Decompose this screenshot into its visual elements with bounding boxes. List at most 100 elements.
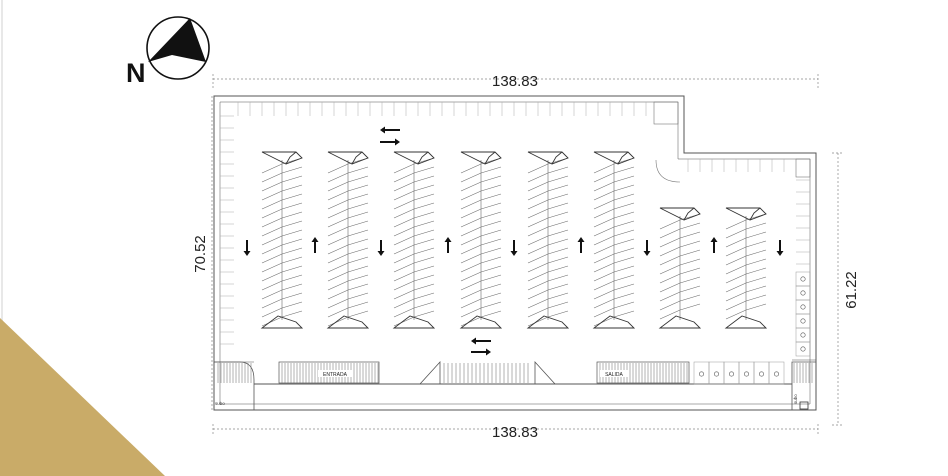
stall-line (527, 181, 549, 192)
stall-line (725, 219, 747, 230)
stall-line (413, 274, 435, 282)
stall-line (480, 301, 502, 309)
stall-line (393, 217, 415, 228)
stall-line (593, 307, 615, 318)
stall-line (413, 166, 435, 174)
stall-line (547, 283, 569, 291)
entrance-ramp: ENTRADA (278, 361, 380, 384)
stall-line (547, 166, 569, 174)
stall-line (480, 256, 502, 264)
stall-line (547, 247, 569, 255)
stall-line (613, 292, 635, 300)
arrow-right-icon (471, 348, 491, 356)
stall-line (745, 231, 767, 239)
stall-line (261, 226, 283, 237)
stall-line (659, 282, 681, 293)
stall-line (480, 292, 502, 300)
stall-line (327, 289, 349, 300)
stall-line (613, 166, 635, 174)
island-cap-detail (551, 151, 563, 165)
corner-room-right (795, 158, 811, 178)
stall-line (527, 316, 549, 327)
stall-line (659, 237, 681, 248)
stall-line (527, 235, 549, 246)
stall-line (659, 309, 681, 320)
stall-line (413, 283, 435, 291)
stairs-left-label: subo (215, 401, 225, 406)
disabled-stall (723, 361, 740, 385)
island-cap-detail (617, 151, 629, 165)
stall-line (527, 280, 549, 291)
parking-island (724, 207, 768, 329)
parking-island (459, 151, 503, 329)
stall-line (261, 298, 283, 309)
island-cap-top (725, 207, 767, 221)
island-cap-top (327, 151, 369, 165)
stall-line (480, 184, 502, 192)
stall-line (347, 238, 369, 246)
corner-room-top (653, 101, 679, 125)
parking-island (658, 207, 702, 329)
stall-line (593, 262, 615, 273)
stall-line (347, 274, 369, 282)
stall-line (413, 247, 435, 255)
stall-line (613, 175, 635, 183)
stall-line (480, 211, 502, 219)
stall-line (281, 166, 303, 174)
stall-line (613, 184, 635, 192)
stall-line (261, 181, 283, 192)
island-cap-bottom (260, 315, 304, 329)
stall-line (460, 172, 482, 183)
stairs-right-label: subo (793, 394, 798, 404)
stall-line (547, 265, 569, 273)
perimeter-stalls (220, 102, 810, 345)
stall-line (527, 253, 549, 264)
stall-line (725, 246, 747, 257)
stall-line (547, 301, 569, 309)
stall-line (413, 238, 435, 246)
stall-line (613, 202, 635, 210)
stall-line (679, 267, 701, 275)
parking-island (592, 151, 636, 329)
stall-line (527, 208, 549, 219)
wheelchair-icon (800, 346, 806, 352)
stall-line (347, 256, 369, 264)
stall-line (327, 244, 349, 255)
stall-line (613, 310, 635, 318)
stall-line (460, 190, 482, 201)
stall-line (593, 199, 615, 210)
stall-line (480, 166, 502, 174)
stall-line (281, 220, 303, 228)
stall-line (413, 301, 435, 309)
stall-line (679, 222, 701, 230)
stall-line (281, 229, 303, 237)
middle-lane-stripes (443, 363, 529, 383)
stall-line (725, 309, 747, 320)
stall-line (659, 228, 681, 239)
stall-line (327, 253, 349, 264)
arrow-down-icon (643, 240, 651, 256)
wheelchair-icon (758, 371, 764, 377)
disabled-stall (708, 361, 725, 385)
stall-line (679, 258, 701, 266)
stall-line (327, 181, 349, 192)
stall-line (679, 276, 701, 284)
stall-line (393, 208, 415, 219)
arrow-up-icon (577, 237, 585, 253)
stall-line (725, 237, 747, 248)
stall-line (547, 175, 569, 183)
stall-line (393, 253, 415, 264)
traffic-arrows (243, 126, 784, 356)
stall-line (393, 163, 415, 174)
arrow-up-icon (710, 237, 718, 253)
island-cap-bottom (459, 315, 503, 329)
stall-line (547, 310, 569, 318)
stall-line (460, 280, 482, 291)
island-cap-top (527, 151, 569, 165)
stall-line (281, 301, 303, 309)
wheelchair-icon (800, 318, 806, 324)
stall-line (261, 262, 283, 273)
stall-line (261, 172, 283, 183)
arrow-left-icon (471, 337, 491, 345)
dimension-left: 70.52 (192, 235, 209, 273)
